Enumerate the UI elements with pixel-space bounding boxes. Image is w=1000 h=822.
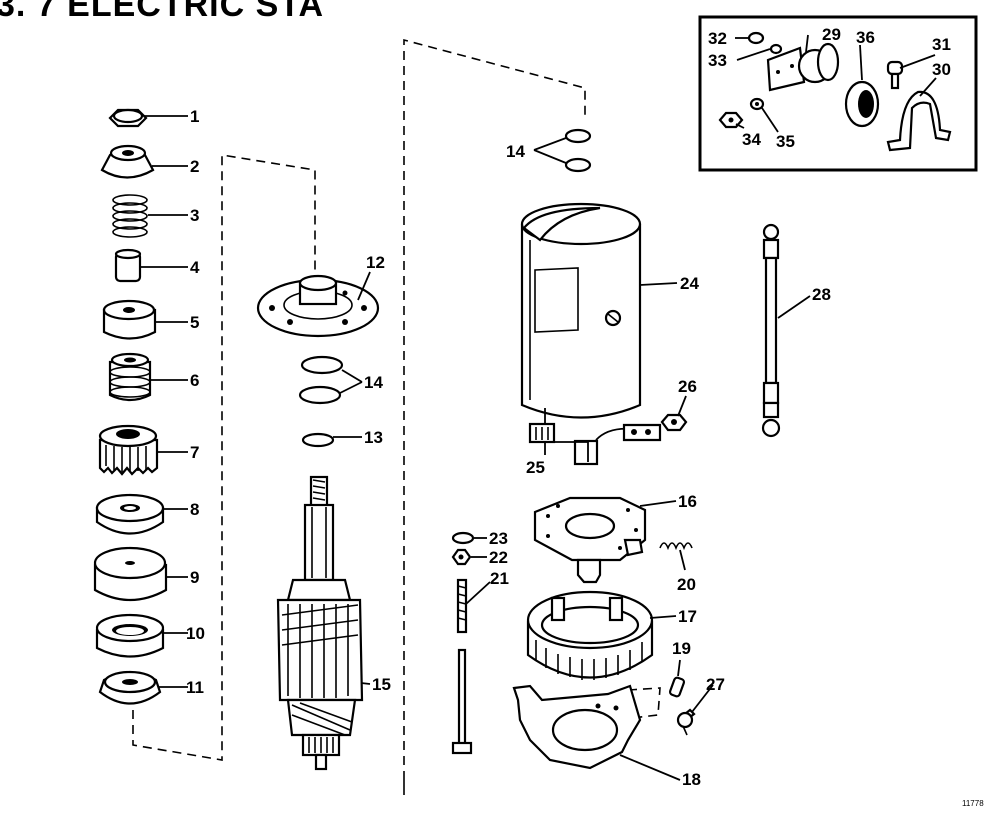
callout-3: 3 [190,206,199,225]
callout-13: 13 [364,428,383,447]
callout-8: 8 [190,500,199,519]
callout-23: 23 [489,529,508,548]
callout-9: 9 [190,568,199,587]
part-19-pin [668,676,686,698]
callout-25: 25 [526,458,545,477]
part-14-thrust-washers [298,355,344,405]
diagram-title: 3. 7 ELECTRIC STA [0,0,324,24]
part-12-end-plate [256,274,380,338]
part-18-end-bracket [512,684,642,770]
callout-34: 34 [742,130,761,149]
part-13-washer [301,432,335,448]
callout-35: 35 [776,132,795,151]
part-21-through-bolt [451,578,473,755]
part-26-nut [660,413,688,432]
callout-22: 22 [489,548,508,567]
callout-16: 16 [678,492,697,511]
callout-33: 33 [708,51,727,70]
callout-6: 6 [190,371,199,390]
callout-19: 19 [672,639,691,658]
part-3-spring [112,194,148,238]
callout-12: 12 [366,253,385,272]
callout-labels: 1 2 3 4 5 6 7 8 9 10 11 12 13 14 14 15 1… [186,25,951,789]
part-27-screw [676,708,696,736]
callout-11: 11 [186,678,204,697]
callout-20: 20 [677,575,696,594]
part-28-battery-cable [761,223,781,438]
leader-lines [140,34,937,781]
part-4-sleeve [114,248,142,283]
callout-27: 27 [706,675,725,694]
callout-28: 28 [812,285,831,304]
callout-24: 24 [680,274,699,293]
callout-17: 17 [678,607,697,626]
part-7-pinion-gear [98,424,159,476]
part-25-field-leads [528,408,662,466]
callout-32: 32 [708,29,727,48]
part-9-thrust-collar [93,546,168,601]
inset-solenoid-box [698,15,978,172]
callout-36: 36 [856,28,875,47]
part-10-ring [95,613,165,658]
part-16-brush-plate [533,496,647,584]
part-20-brush-springs [659,542,693,551]
callout-10: 10 [186,624,205,643]
callout-31: 31 [932,35,951,54]
part-5-collar [102,299,157,340]
part-17-frame-ring [526,590,654,680]
assembly-dash-lines [132,38,661,795]
part-11-stop-collar [98,670,162,705]
callout-14-middle: 14 [364,373,383,392]
callout-7: 7 [190,443,199,462]
callout-1: 1 [190,107,199,126]
part-15-armature [276,475,364,771]
callout-4: 4 [190,258,200,277]
part-2-cup [100,144,155,179]
part-1-hex-nut [108,108,148,128]
part-23-washer [451,531,475,545]
callout-14-upper: 14 [506,142,525,161]
callout-30: 30 [932,60,951,79]
callout-15: 15 [372,675,391,694]
callout-18: 18 [682,770,701,789]
part-22-lockwasher [451,548,472,566]
callout-29: 29 [822,25,841,44]
part-6-spring-holder [108,352,152,402]
callout-26: 26 [678,377,697,396]
figure-number: 11778 [962,799,984,808]
callout-2: 2 [190,157,199,176]
part-24-field-housing [520,202,642,419]
part-8-washer [95,493,165,535]
callout-21: 21 [490,569,509,588]
part-14-washers-upper [564,128,592,173]
callout-5: 5 [190,313,199,332]
